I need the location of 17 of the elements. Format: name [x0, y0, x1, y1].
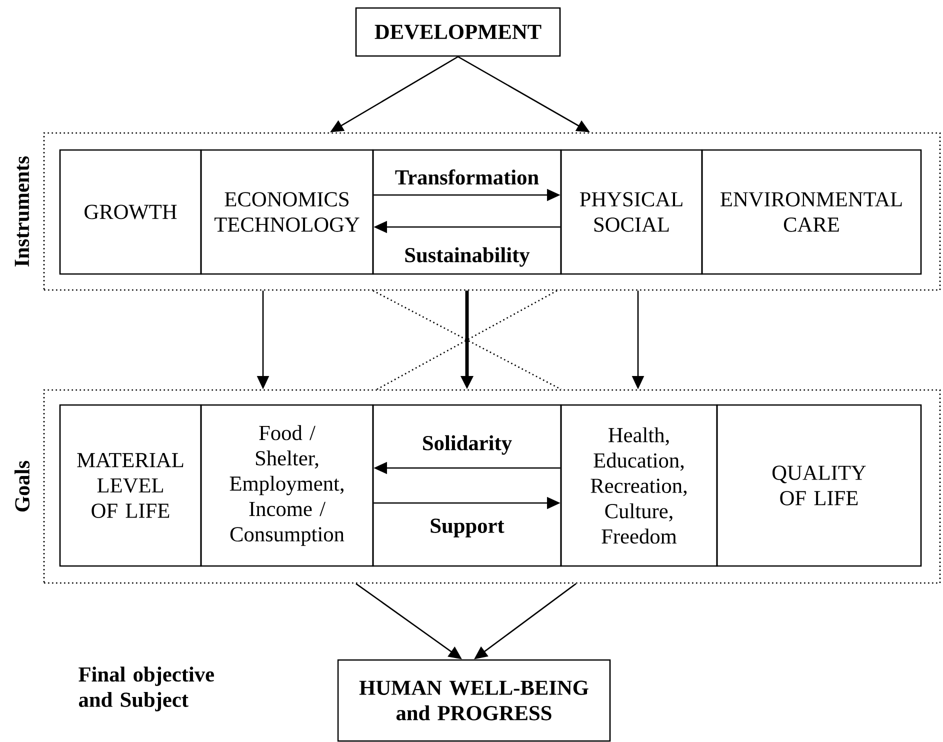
band-heading: Goals	[14, 460, 30, 512]
heading-box: HUMAN WELL-BEING and PROGRESS	[337, 659, 611, 742]
heading-box: DEVELOPMENT	[355, 7, 561, 57]
edge-label: Support	[428, 517, 506, 539]
table-cell: Health, Education, Recreation, Culture, Freedom	[560, 404, 718, 567]
edge-label: Sustainability	[402, 246, 532, 268]
edge-label: Transformation	[394, 168, 540, 186]
table-cell: MATERIAL LEVEL OF LIFE	[59, 404, 202, 567]
table-cell: PHYSICAL SOCIAL	[560, 149, 703, 275]
table-cell: Food / Shelter, Employment, Income / Consumption	[200, 404, 374, 567]
table-cell: QUALITY OF LIFE	[716, 404, 922, 567]
table-cell: GROWTH	[59, 149, 202, 275]
table-cell: ECONOMICS TECHNOLOGY	[200, 149, 374, 275]
table-cell: ENVIRONMENTAL CARE	[701, 149, 922, 275]
side-note: Final objective and Subject	[78, 666, 214, 712]
edge-label: Solidarity	[420, 434, 514, 456]
band-heading: Instruments	[14, 156, 30, 266]
